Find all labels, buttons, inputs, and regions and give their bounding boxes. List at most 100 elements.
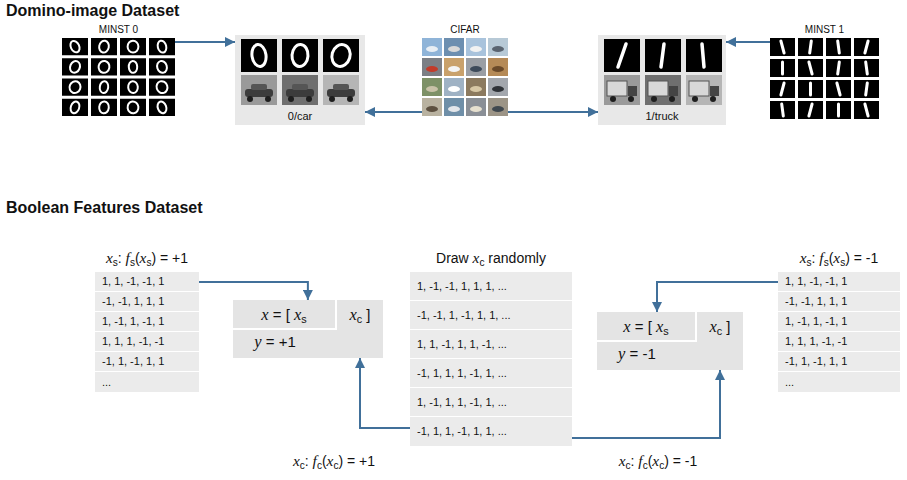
digit-tile [686, 39, 722, 72]
digit-tile [149, 38, 175, 55]
digit-tile [854, 101, 879, 119]
digit-tile [770, 80, 795, 98]
truck-cab [628, 86, 637, 96]
wheel [610, 96, 616, 102]
car-cabin [292, 84, 308, 90]
digit-zero [127, 41, 138, 53]
digit-tile [120, 99, 146, 116]
photo-tile [488, 78, 508, 96]
math-subscript: c [357, 313, 362, 325]
math-subscript: c [479, 257, 484, 268]
digit-one [866, 83, 868, 95]
photo-tile [422, 58, 442, 76]
wheel [347, 96, 353, 102]
digit-zero [68, 59, 82, 74]
digit-tile [62, 58, 88, 75]
connector-arrow [199, 282, 308, 300]
table-row-band: 1, -1, 1, -1, 1 [778, 312, 900, 332]
digit-tile [62, 99, 88, 116]
math-variable: x [833, 249, 840, 266]
math-subscript: s [146, 257, 151, 268]
photo-tile [444, 38, 464, 56]
photo-object [492, 86, 504, 92]
wheel [710, 96, 716, 102]
digit-zero [156, 60, 169, 74]
table-row-band: -1, 1, 1, -1, 1, 1, ... [410, 417, 572, 446]
photo-tile [444, 78, 464, 96]
photo-object [448, 106, 460, 112]
wheel [669, 96, 675, 102]
digit-zero [69, 39, 82, 53]
cifar-grid [422, 38, 508, 116]
photo-tile [488, 98, 508, 116]
math-variable: x [800, 249, 807, 266]
table-row: 1, 1, 1, -1, -1 [785, 335, 847, 348]
car-cabin [251, 84, 267, 90]
target-label: y = +1 [254, 333, 296, 350]
connector-arrow [572, 370, 720, 438]
digit-tile [149, 79, 175, 96]
digit-tile [854, 59, 879, 77]
table-row: 1, 1, 1, -1, -1 [102, 335, 164, 348]
wheel [692, 96, 698, 102]
panel-caption: 0/car [288, 110, 312, 123]
digit-one [618, 44, 626, 67]
connector-arrow [175, 41, 235, 43]
digit-zero [69, 100, 81, 114]
sample-box: x = [ xsxc ]y = -1 [597, 312, 743, 370]
car-body [286, 89, 314, 97]
digit-tile [149, 58, 175, 75]
digit-one [781, 62, 784, 74]
table-row-band: 1, 1, -1, 1, 1, -1, ... [410, 330, 572, 359]
table-row: 1, -1, 1, -1, 1 [102, 315, 164, 328]
table-row-band: ... [778, 372, 900, 392]
math-variable: x [261, 305, 268, 324]
digit-zero [128, 81, 139, 94]
digit-zero [155, 80, 169, 95]
photo-tile [282, 75, 318, 105]
photo-tile [466, 98, 486, 116]
table-row: 1, -1, -1, 1, 1, 1, ... [417, 280, 507, 293]
math-variable: x [294, 305, 301, 324]
wheel [247, 96, 253, 102]
photo-object [470, 86, 482, 92]
connector-arrow [726, 41, 770, 43]
photo-object [448, 86, 460, 92]
photo-object [448, 66, 460, 72]
truck-cargo [689, 81, 709, 96]
vector-part: x = [ xs [261, 306, 307, 323]
digit-one [865, 41, 868, 53]
sample-panel: 1/truck [598, 35, 726, 125]
digit-tile [645, 39, 681, 72]
photo-tile [466, 78, 486, 96]
panel-caption: 1/truck [645, 110, 678, 123]
photo-tile [323, 75, 359, 105]
digit-tile [798, 101, 823, 119]
grid-label: MINST 1 [805, 24, 844, 36]
math-variable: y [254, 332, 261, 351]
photo-object [448, 46, 460, 52]
math-subscript: c [300, 460, 305, 471]
digit-tile [770, 38, 795, 56]
table-row-band: -1, -1, 1, 1, 1 [95, 292, 199, 312]
section-heading: Domino-image Dataset [6, 2, 179, 20]
photo-object [426, 106, 438, 112]
digit-tile [120, 79, 146, 96]
photo-object [470, 106, 482, 112]
digit-tile [604, 39, 640, 72]
math-subscript: c [717, 325, 722, 337]
digit-zero [98, 60, 111, 74]
digit-one [702, 44, 704, 67]
math-subscript: s [663, 325, 668, 337]
table-row: -1, 1, 1, -1, 1, 1, ... [417, 425, 507, 438]
math-variable: x [106, 249, 113, 266]
digit-one [809, 104, 812, 116]
photo-tile [645, 75, 681, 105]
digit-one [781, 41, 784, 53]
table-row-band: 1, 1, -1, -1, 1 [778, 272, 900, 292]
table-row: 1, -1, 1, -1, 1 [785, 315, 847, 328]
grid-label: MINST 0 [99, 24, 138, 36]
digit-tile [826, 101, 851, 119]
digit-tile [826, 80, 851, 98]
